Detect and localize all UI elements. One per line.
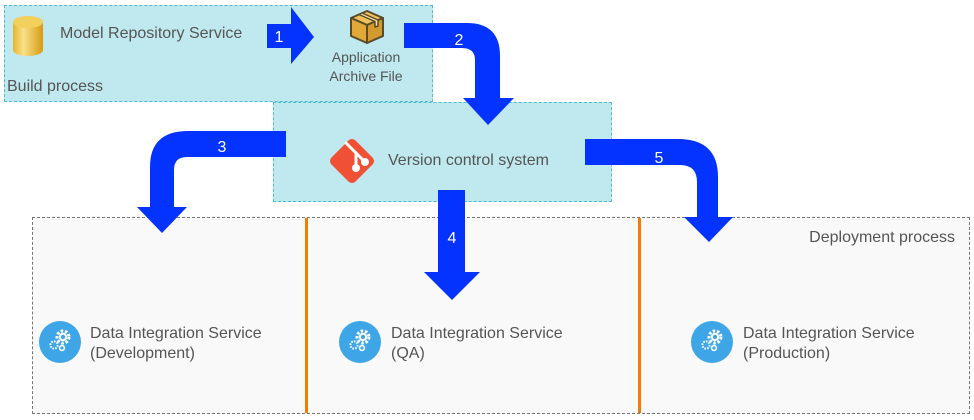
service-name: Data Integration Service bbox=[90, 325, 262, 342]
archive-box-icon bbox=[350, 10, 384, 44]
version-control-label: Version control system bbox=[388, 152, 549, 169]
arrow-step-4 bbox=[424, 190, 480, 300]
archive-file-label: Application Archive File bbox=[323, 48, 409, 86]
stage-divider bbox=[305, 218, 308, 413]
gear-glyph bbox=[48, 329, 71, 352]
arrow-step-1 bbox=[267, 7, 314, 64]
build-process-label: Build process bbox=[7, 78, 104, 95]
service-environment: (Production) bbox=[743, 345, 831, 362]
service-name: Data Integration Service bbox=[743, 325, 915, 342]
archive-file-label-line2: Archive File bbox=[329, 68, 403, 84]
arrow-step-5 bbox=[585, 139, 733, 242]
service-qa-label: Data Integration Service (QA) bbox=[391, 324, 563, 364]
database-icon bbox=[13, 16, 43, 56]
model-repository-service-label: Model Repository Service bbox=[60, 25, 243, 42]
arrow-step-5-label: 5 bbox=[655, 150, 664, 167]
service-production-label: Data Integration Service (Production) bbox=[743, 324, 915, 364]
service-environment: (QA) bbox=[391, 345, 425, 362]
service-name: Data Integration Service bbox=[391, 325, 563, 342]
arrow-step-4-label: 4 bbox=[448, 230, 457, 247]
deployment-process-label: Deployment process bbox=[809, 229, 955, 246]
service-environment: (Development) bbox=[90, 345, 195, 362]
gear-icon bbox=[691, 321, 733, 363]
archive-file-label-line1: Application bbox=[331, 49, 401, 65]
stage-divider bbox=[638, 218, 641, 413]
arrow-step-1-label: 1 bbox=[275, 29, 284, 46]
gear-icon bbox=[339, 321, 381, 363]
arrow-step-3 bbox=[137, 131, 286, 233]
deployment-process-box bbox=[32, 217, 970, 414]
service-development-label: Data Integration Service (Development) bbox=[90, 324, 262, 364]
git-icon bbox=[330, 139, 374, 183]
arrow-step-2 bbox=[404, 23, 514, 125]
arrow-step-3-label: 3 bbox=[218, 139, 227, 156]
arrow-step-2-label: 2 bbox=[455, 32, 464, 49]
gear-icon bbox=[39, 321, 81, 363]
gear-glyph bbox=[700, 329, 723, 352]
gear-glyph bbox=[348, 329, 371, 352]
